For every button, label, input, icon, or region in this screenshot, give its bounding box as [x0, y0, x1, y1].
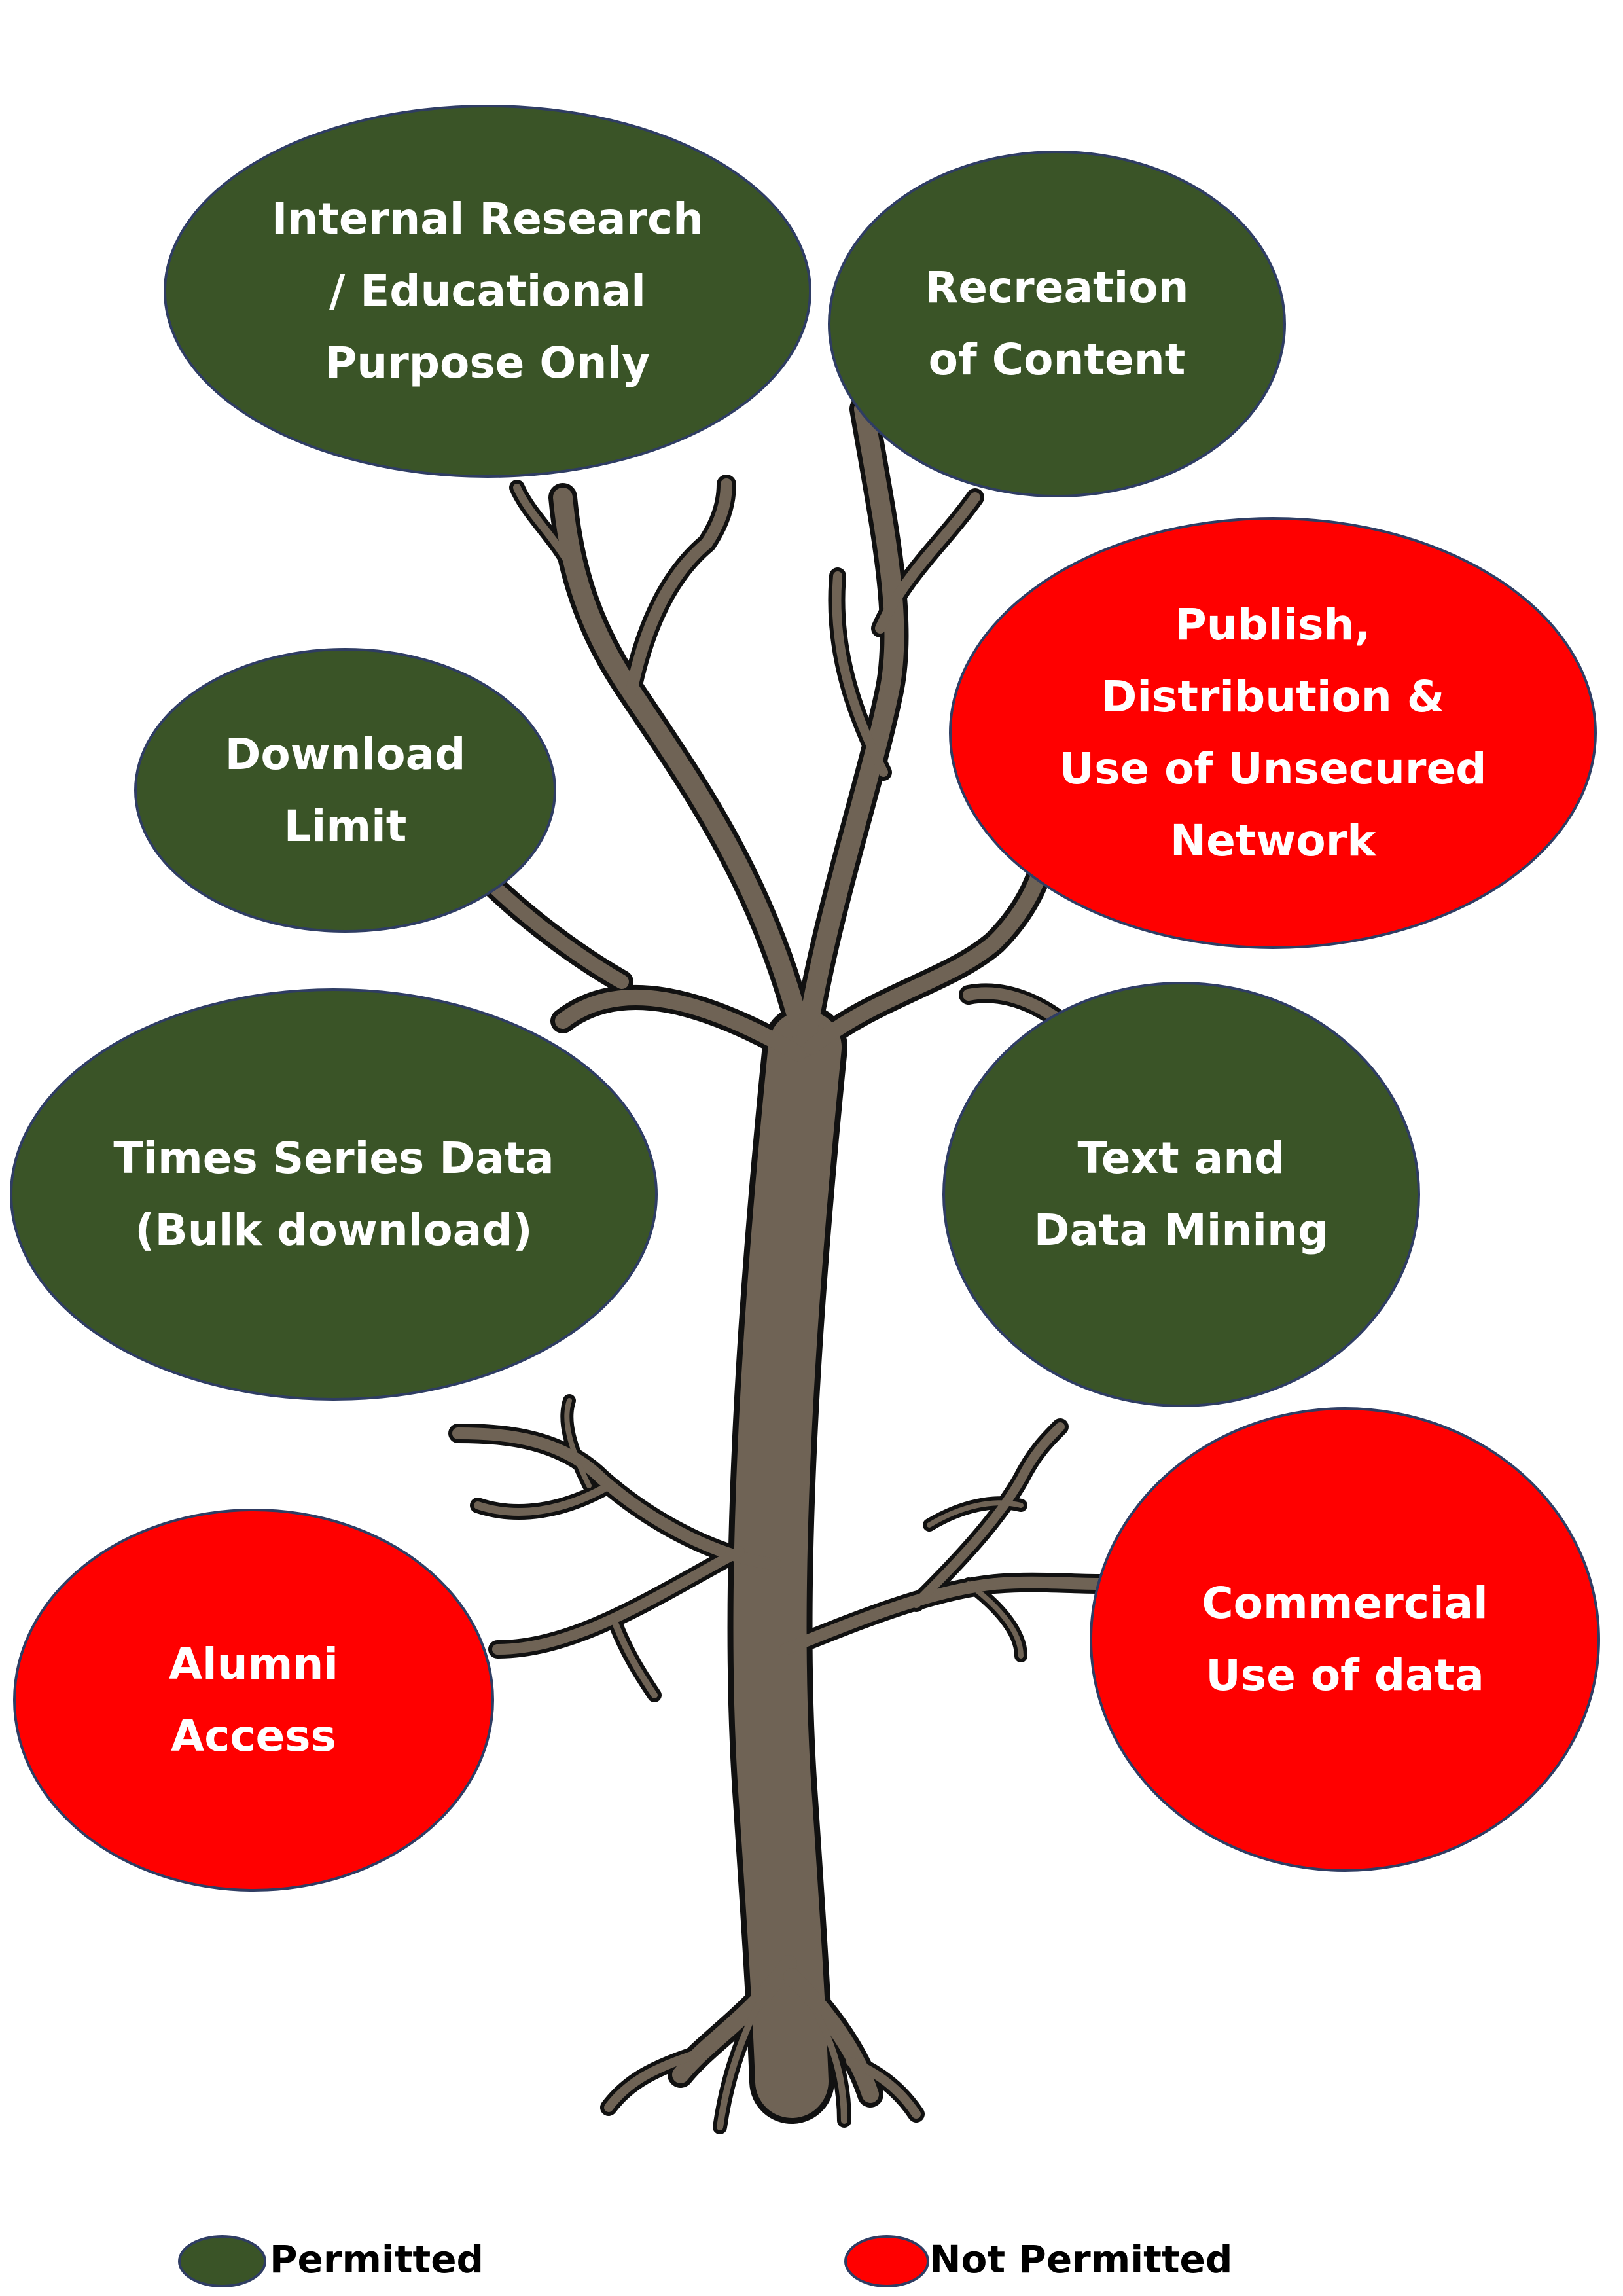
node-alumni-access-label: Alumni Access — [168, 1638, 339, 1761]
node-download-limit: Download Limit — [134, 648, 556, 933]
node-internal-research: Internal Research / Educational Purpose … — [164, 105, 812, 478]
node-text-data-mining: Text and Data Mining — [942, 982, 1420, 1407]
node-text-data-mining-label: Text and Data Mining — [1033, 1133, 1329, 1255]
legend-not-permitted-label: Not Permitted — [929, 2237, 1233, 2282]
node-time-series-data-label: Times Series Data (Bulk download) — [113, 1133, 554, 1255]
node-recreation-of-content: Recreation of Content — [828, 151, 1286, 497]
node-commercial-use: Commercial Use of data — [1090, 1407, 1600, 1872]
legend-permitted-label: Permitted — [270, 2237, 484, 2282]
node-recreation-of-content-label: Recreation of Content — [925, 262, 1189, 385]
legend-permitted-swatch — [178, 2235, 266, 2287]
node-publish-distribution: Publish, Distribution & Use of Unsecured… — [949, 517, 1597, 949]
node-time-series-data: Times Series Data (Bulk download) — [10, 988, 658, 1401]
node-download-limit-label: Download Limit — [224, 728, 466, 852]
node-internal-research-label: Internal Research / Educational Purpose … — [271, 194, 704, 388]
node-publish-distribution-label: Publish, Distribution & Use of Unsecured… — [1059, 600, 1487, 866]
node-commercial-use-label: Commercial Use of data — [1202, 1578, 1488, 1700]
legend-not-permitted-swatch — [844, 2235, 929, 2287]
branch-fills — [452, 399, 1105, 2130]
node-alumni-access: Alumni Access — [13, 1509, 494, 1892]
